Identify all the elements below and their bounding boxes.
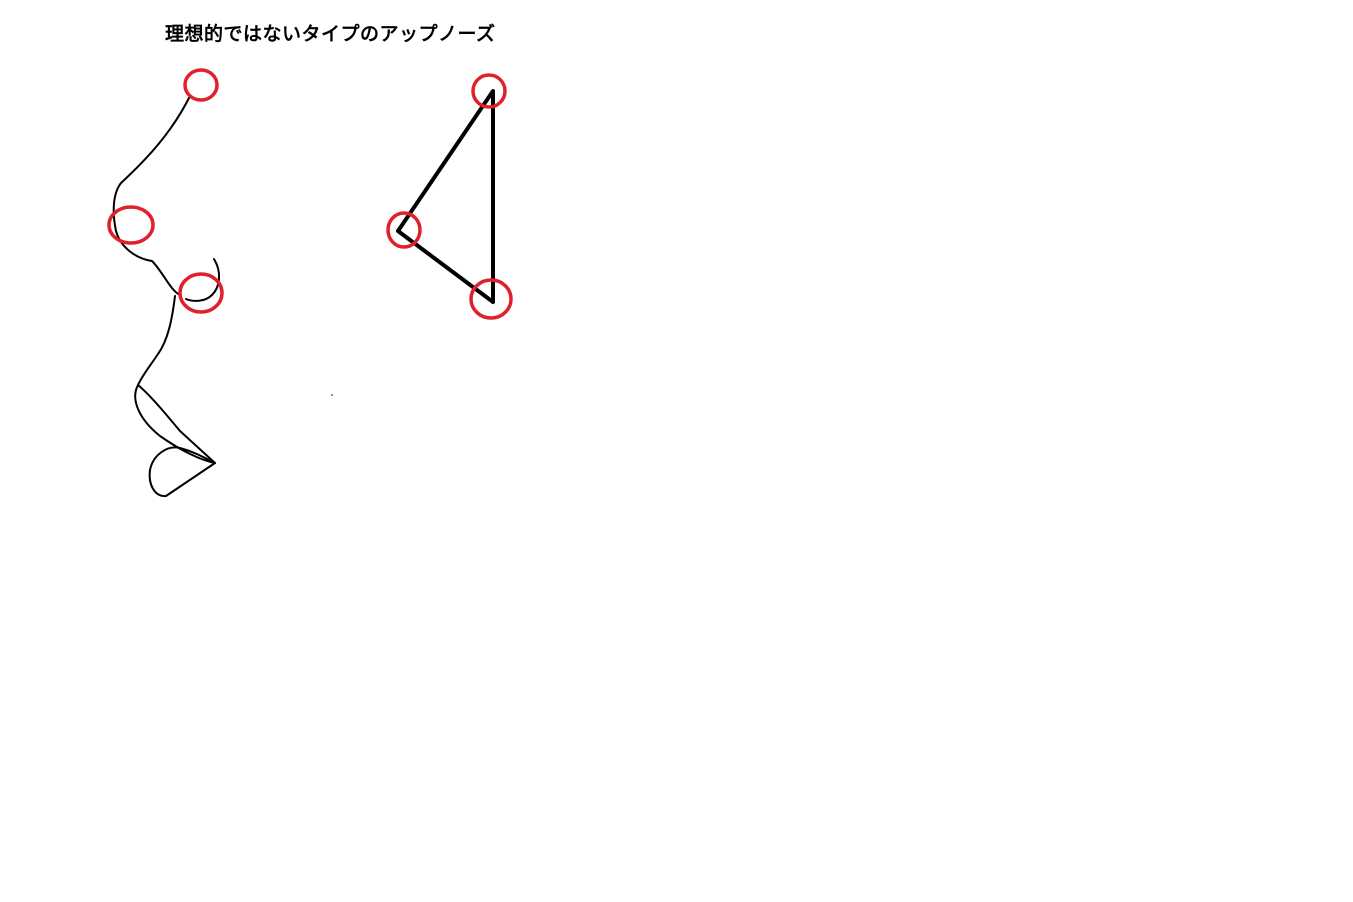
triangle-sketch [396,89,495,304]
marker-circle-nostril [178,272,224,314]
page-title: 理想的ではないタイプのアップノーズ [165,23,496,45]
marker-circle-nose-tip [107,205,155,245]
marker-circle-triangle-bottom [469,278,513,320]
profile-sketch [112,95,220,498]
lower-lip-curve [148,446,216,498]
marker-circle-triangle-left [386,211,422,249]
nostril-curve [185,258,220,302]
left-markers [107,68,224,314]
nose-bridge-curve [112,95,191,296]
upper-lip-curve [134,384,216,464]
marker-circle-triangle-top [471,73,507,109]
stray-dot [331,394,333,396]
triangle-markers [386,73,513,320]
philtrum-curve [137,295,176,386]
marker-circle-bridge-top [183,68,219,102]
nose-triangle [396,89,495,304]
